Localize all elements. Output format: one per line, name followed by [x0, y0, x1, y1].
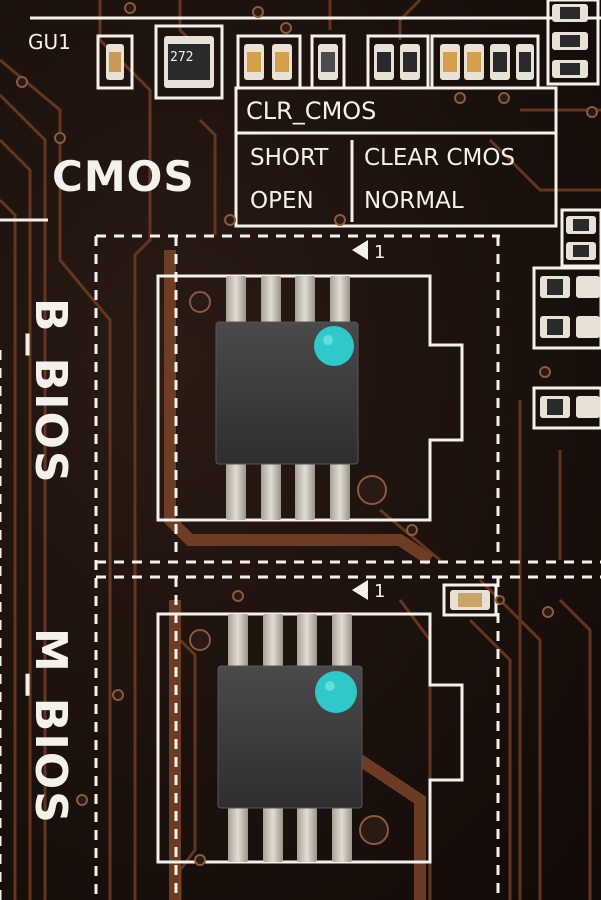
clear-cmos-label: CLEAR CMOS	[364, 145, 516, 171]
pin1-label-top: 1	[374, 242, 386, 263]
gu1-label: GU1	[28, 30, 71, 54]
m-bios-label: M_BIOS	[25, 628, 76, 825]
chip-code-label: 272	[170, 50, 194, 65]
normal-label: NORMAL	[364, 188, 464, 214]
pin1-label-bottom: 1	[374, 581, 386, 602]
b-bios-label: B_BIOS	[25, 298, 76, 485]
open-label: OPEN	[250, 188, 314, 214]
smd-components	[106, 4, 600, 610]
clr-cmos-label: CLR_CMOS	[246, 97, 377, 125]
short-label: SHORT	[250, 145, 329, 171]
cmos-label: CMOS	[52, 152, 195, 201]
